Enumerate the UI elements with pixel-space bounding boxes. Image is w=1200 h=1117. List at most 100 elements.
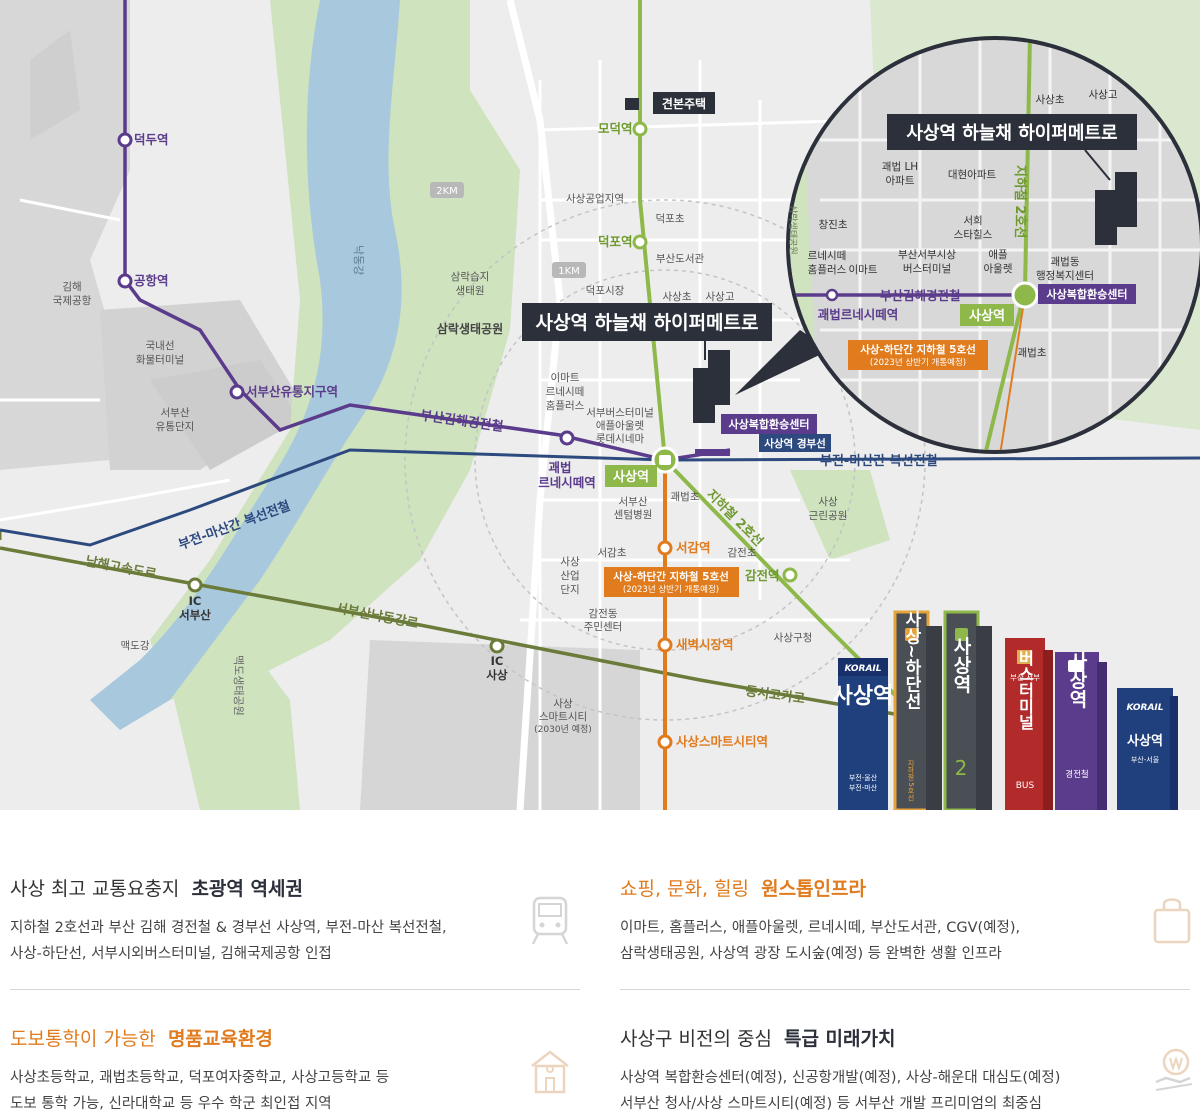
zoom-site-callout xyxy=(887,114,1137,150)
feature-future-line-2: 서부산 청사/사상 스마트시티(예정) 등 서부산 개발 프리미엄의 최중심 xyxy=(620,1096,1042,1112)
feature-future-highlight: 특급 미래가치 xyxy=(783,1028,896,1050)
feature-infra-heading: 쇼핑, 문화, 힐링 원스톱인프라 xyxy=(620,874,1180,901)
gyeonbon-marker xyxy=(625,98,639,110)
svg-text:이마트: 이마트 xyxy=(849,264,878,276)
svg-text:아파트: 아파트 xyxy=(886,175,915,187)
svg-text:부산 서부: 부산 서부 xyxy=(1010,672,1040,682)
station-deokpo: 덕포역 xyxy=(598,234,633,249)
distribution-zone xyxy=(150,360,300,470)
place-homeplus: 홈플러스 xyxy=(546,399,585,412)
svg-text:사상역: 사상역 xyxy=(1066,651,1088,708)
svg-text:사상고: 사상고 xyxy=(1089,89,1118,101)
zoom-site-label: 사상역 하늘채 하이퍼메트로 xyxy=(906,123,1117,144)
place-cargo-2: 화물터미널 xyxy=(136,354,184,366)
money-hand-icon xyxy=(1155,1048,1193,1091)
svg-text:부산서부시상: 부산서부시상 xyxy=(898,249,956,261)
ic-sasang-1: IC xyxy=(491,654,504,668)
hub-bar xyxy=(695,449,730,456)
line5-title: 사상-하단간 지하철 5호선 xyxy=(613,570,729,583)
zoom-hub-label: 사상복합환승센터 xyxy=(1047,287,1128,301)
svg-text:애플: 애플 xyxy=(988,249,1008,261)
place-sasang-high: 사상고 xyxy=(706,291,735,303)
station-airport: 공항역 xyxy=(134,273,169,288)
hub-label: 사상복합환승센터 xyxy=(729,417,810,431)
place-goebeop-elem: 괘법초 xyxy=(671,491,700,503)
place-smartcity-note: (2030년 예정) xyxy=(534,724,592,735)
svg-text:홈플러스: 홈플러스 xyxy=(808,263,847,276)
feature-education-heading: 도보통학이 가능한 명품교육환경 xyxy=(10,1024,570,1051)
divider-right xyxy=(620,989,1190,990)
svg-text:아울렛: 아울렛 xyxy=(984,263,1013,275)
site-building-2 xyxy=(708,350,730,405)
km2-tag xyxy=(430,182,464,198)
feature-education: 도보통학이 가능한 명품교육환경 사상초등학교, 괘법초등학교, 덕포여자중학교… xyxy=(10,1024,570,1117)
namhae-expressway-road xyxy=(0,546,901,717)
svg-text:스타힐스: 스타힐스 xyxy=(954,228,993,241)
place-gimhae-airport-2: 국제공항 xyxy=(53,295,92,307)
feature-transit-line-1: 지하철 2호선과 부산 김해 경전철 & 경부선 사상역, 부전-마산 복선전철… xyxy=(10,920,447,936)
place-smartcity-2: 스마트시티 xyxy=(539,711,587,723)
divider-left xyxy=(10,989,580,990)
zoom-line5-callout xyxy=(848,340,988,370)
place-community-2: 주민센터 xyxy=(584,621,623,633)
svg-text:지하철 5호선: 지하철 5호선 xyxy=(907,758,915,801)
place-complex-3: 단지 xyxy=(560,584,579,596)
place-seogam-elem: 서감초 xyxy=(598,547,627,559)
line5-callout xyxy=(604,567,739,597)
place-industrial: 사상공업지역 xyxy=(566,192,624,205)
airport-building xyxy=(30,30,80,140)
place-rene: 르네시떼 xyxy=(546,386,585,398)
place-deokpo-elem: 덕포초 xyxy=(656,213,685,225)
km1-tag xyxy=(552,262,586,278)
sasang-station-callout xyxy=(605,465,657,487)
place-smartcity-1: 사상 xyxy=(553,698,573,710)
station-seobusan-logistics: 서부산유통지구역 xyxy=(246,384,338,399)
place-library: 부산도서관 xyxy=(656,253,705,265)
svg-text:사상초: 사상초 xyxy=(1036,94,1065,106)
svg-text:사상역: 사상역 xyxy=(833,684,894,709)
svg-text:행정복지센터: 행정복지센터 xyxy=(1036,270,1094,282)
svg-text:대현아파트: 대현아파트 xyxy=(948,169,997,181)
svg-text:사상역: 사상역 xyxy=(950,636,972,693)
main-road xyxy=(506,0,564,810)
ic-sasang-2: 사상 xyxy=(486,668,508,682)
station-deokdu: 덕두역 xyxy=(134,132,169,147)
place-emart: 이마트 xyxy=(551,372,580,384)
svg-text:사상역: 사상역 xyxy=(1127,733,1163,749)
place-wetland-1: 삼락습지 xyxy=(451,271,490,283)
feature-transit-line-2: 사상-하단선, 서부시외버스터미널, 김해국제공항 인접 xyxy=(10,946,332,962)
svg-text:부전-울산: 부전-울산 xyxy=(849,773,878,782)
main-site-label: 사상역 하늘채 하이퍼메트로 xyxy=(536,312,759,334)
svg-text:KORAIL: KORAIL xyxy=(844,664,881,674)
svg-text:경전철: 경전철 xyxy=(1065,769,1089,780)
sign-korail-2: KORAIL 사상역 부산-서울 xyxy=(1117,688,1178,810)
feature-infra-highlight: 원스톱인프라 xyxy=(761,878,866,900)
place-gamjeon-elem: 감전초 xyxy=(728,547,757,559)
zoom-labels: 사상초 사상고 괘법 LH 아파트 대현아파트 창진초 서희 스타힐스 르네시떼… xyxy=(808,89,1118,359)
zoom-station-goebeop: 괘법르네시떼역 xyxy=(818,307,899,322)
main-site-callout xyxy=(522,303,772,341)
sign-gyeongjeon: 사상역 경전철 xyxy=(1055,651,1107,810)
feature-future-line-1: 사상역 복합환승센터(예정), 신공항개발(예정), 사상-해운대 대심도(예정… xyxy=(620,1070,1061,1086)
label-bujeon-masan-east: 부전-마산간 복선전철 xyxy=(820,453,938,469)
zoom-sasang-callout xyxy=(960,304,1014,326)
zoom-line-label: 부산김해경전철 xyxy=(880,288,961,303)
svg-text:괘법 LH: 괘법 LH xyxy=(882,161,918,173)
sasang-station-label: 사상역 xyxy=(613,469,649,485)
feature-future: 사상구 비전의 중심 특급 미래가치 사상역 복합환승센터(예정), 신공항개발… xyxy=(620,1024,1180,1117)
svg-text:사상~하단선: 사상~하단선 xyxy=(901,610,921,709)
place-distribution-2: 유통단지 xyxy=(156,421,195,433)
place-hospital-2: 센텀병원 xyxy=(614,509,653,521)
shopping-bag-icon xyxy=(1153,898,1191,944)
feature-education-prefix: 도보통학이 가능한 xyxy=(10,1028,156,1050)
zoom-pointer xyxy=(735,330,830,395)
station-goebeop-2: 르네시떼역 xyxy=(538,475,596,490)
svg-text:괘법초: 괘법초 xyxy=(1018,347,1047,359)
svg-text:부전-마산: 부전-마산 xyxy=(849,783,878,792)
gyeongbu-label: 사상역 경부선 xyxy=(764,437,826,450)
place-deokpo-market: 덕포시장 xyxy=(586,285,625,297)
station-seogam: 서감역 xyxy=(676,540,711,555)
feature-section: 사상 최고 교통요충지 초광역 역세권 지하철 2호선과 부산 김해 경전철 &… xyxy=(0,810,1200,1112)
station-modeok: 모덕역 xyxy=(598,121,633,136)
feature-infra-line-2: 삼락생태공원, 사상역 광장 도시숲(예정) 등 완벽한 생활 인프라 xyxy=(620,946,1002,962)
